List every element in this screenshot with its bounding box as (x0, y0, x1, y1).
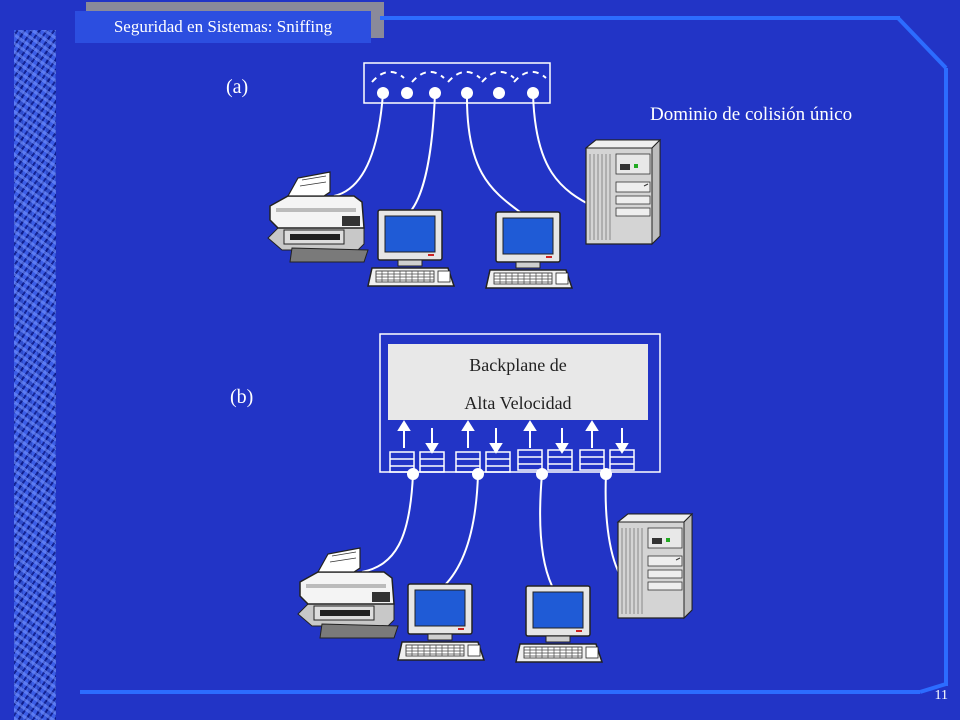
buffer-4 (485, 451, 511, 473)
page-number: 11 (934, 688, 948, 703)
backplane-line-2: Alta Velocidad (464, 393, 572, 413)
collision-domain-caption: Dominio de colisión único (650, 104, 853, 125)
diagram-b-label: (b) (230, 386, 254, 408)
slide-title: Seguridad en Sistemas: Sniffing (75, 11, 371, 43)
diagram-a-label: (a) (226, 76, 249, 98)
frame-bottom-line (80, 690, 920, 694)
buffer-8 (609, 449, 635, 471)
computer-a1 (367, 209, 455, 287)
buffer-5 (517, 449, 543, 471)
buffer-3 (455, 451, 481, 473)
decorative-marble-strip (14, 30, 56, 720)
cables-a (333, 92, 597, 213)
buffer-1 (389, 451, 415, 473)
backplane-box: Backplane de Alta Velocidad (388, 344, 648, 420)
frame-right-line (944, 68, 948, 686)
server-b (617, 513, 693, 619)
cables-b (361, 473, 623, 587)
computer-b1 (397, 583, 485, 661)
buffer-6 (547, 449, 573, 471)
backplane-line-1: Backplane de (469, 355, 567, 375)
computer-a2 (485, 211, 573, 289)
frame-top-line (380, 16, 900, 20)
hub-a (363, 62, 551, 104)
switch-b (379, 333, 661, 480)
buffer-7 (579, 449, 605, 471)
server-a (585, 139, 661, 245)
buffer-2 (419, 451, 445, 473)
computer-b2 (515, 585, 603, 663)
printer-b (297, 547, 399, 639)
